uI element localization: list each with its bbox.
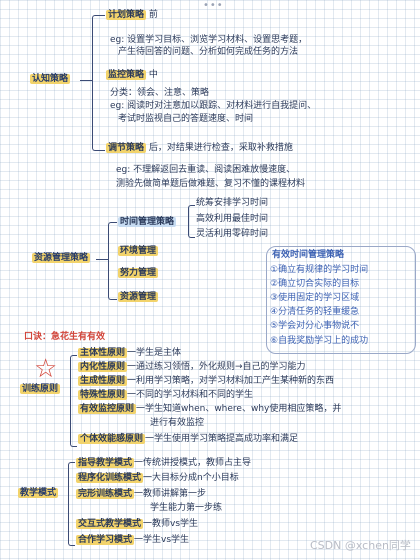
models-bracket [68,462,75,546]
planning-strategy-label: 计划策略 [106,10,147,20]
environment-management-label: 环境管理 [118,246,159,256]
principle-1-desc: 一学生是主体 [127,348,182,358]
effective-time-item-6: ⑥自我奖励学习上的成功 [270,336,369,346]
monitoring-timing: 中 [148,70,158,80]
resource-strategy-label: 资源管理策略 [32,253,91,263]
model-3-desc: 一教师讲解第一步 [134,489,207,499]
principle-5-desc: 一学生知道when、where、why使用相应策略，并 [136,404,342,414]
monitoring-classification: 分类：领会、注意、策略 [110,88,210,98]
principle-1-name: 主体性原则 [78,348,128,358]
monitoring-example-2: 考试时监视自己的答题速度、时间 [118,114,254,124]
model-1-name: 指导教学模式 [76,458,135,468]
watermark-text: CSDN @xchen同学 [310,539,411,552]
principle-4-desc: 一不同的学习材料和不同的学生 [127,390,254,400]
effective-time-title: 有效时间管理策略 [272,250,345,260]
principle-3-name: 生成性原则 [78,376,128,386]
regulating-example-2: 测验先做简单题后做难题、复习不懂的课程材料 [116,179,306,189]
time-item-3: 灵活利用零碎时间 [196,229,269,239]
monitoring-example-1: eg: 阅读时对注意加以跟踪、对材料进行自我提问、 [110,101,317,111]
model-5-name: 合作学习模式 [76,535,135,545]
time-management-label: 时间管理策略 [118,217,177,227]
planning-timing: 前 [148,10,158,20]
principle-6-name: 个体效能感原则 [78,434,146,444]
training-principles-label: 训练原则 [20,384,61,394]
model-2-desc: 一大目标分成n个小目标 [143,473,239,483]
principle-3-desc: 一利用学习策略，对学习材料加工产生某种新的东西 [127,376,335,386]
planning-example-1: eg: 设置学习目标、浏览学习材料、设置思考题， [110,35,308,45]
resource-bracket [108,222,117,300]
model-2-name: 程序化训练模式 [76,473,144,483]
effective-time-item-2: ②确立切合实际的目标 [270,279,360,289]
model-4-name: 交互式教学模式 [76,519,144,529]
mnemonic-text: 口诀：急花生有有效 [24,332,106,342]
principle-6-desc: 一学生使用学习策略提高成功率和满足 [145,434,299,444]
effective-time-item-5: ⑤学会对分心事物说不 [270,321,360,331]
principle-2-desc: 一通过练习领悟，外化规则→自己的学习能力 [127,362,306,372]
model-4-desc: 一教师vs学生 [143,519,199,529]
effective-time-item-4: ④分清任务的轻重缓急 [270,307,360,317]
planning-example-2: 产生待回答的问题、分析如何完成任务的方法 [118,47,299,57]
model-3-name: 完形训练模式 [76,489,135,499]
principle-5-desc-cont: 进行有效监控 [150,418,205,428]
star-icon: ☆ [34,354,58,384]
resource-management-label: 资源管理 [118,292,159,302]
effort-management-label: 努力管理 [118,268,159,278]
regulating-strategy-label: 调节策略 [106,143,147,153]
regulating-timing: 后，对结果进行检查，采取补救措施 [148,143,293,153]
monitoring-strategy-label: 监控策略 [106,70,147,80]
regulating-example-1: eg: 不理解返回去重读、阅读困难放慢速度、 [116,165,296,175]
time-item-1: 统筹安排学习时间 [196,198,269,208]
training-bracket [70,355,77,447]
effective-time-item-3: ③使用固定的学习区域 [270,293,360,303]
principle-5-name: 有效监控原则 [78,404,137,414]
time-item-2: 高效利用最佳时间 [196,214,269,224]
model-1-desc: 一传统讲授模式，教师占主导 [134,458,252,468]
principle-4-name: 特殊性原则 [78,390,128,400]
model-5-desc: 一学生vs学生 [134,535,190,545]
teaching-models-label: 教学模式 [18,488,59,498]
cognitive-bracket [92,15,105,151]
effective-time-item-1: ①确立有规律的学习时间 [270,265,369,275]
cognitive-strategy-label: 认知策略 [30,74,71,84]
principle-2-name: 内化性原则 [78,362,128,372]
model-3-desc-cont: 学生能力第一步练 [150,503,223,513]
effective-time-box [266,246,416,354]
drag-handle-icon[interactable]: ••• [203,0,224,11]
